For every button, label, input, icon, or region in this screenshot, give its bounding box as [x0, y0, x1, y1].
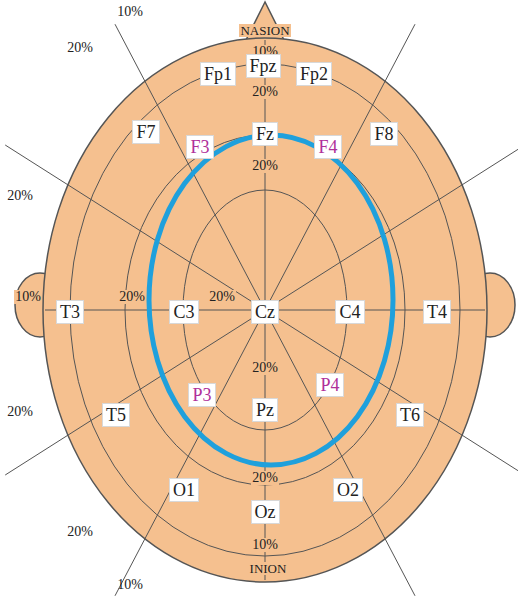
electrode-label: Fpz	[246, 54, 281, 78]
electrode-label: Cz	[251, 300, 279, 324]
distance-percent: 20%	[67, 41, 93, 55]
electrode-label: T4	[423, 300, 451, 324]
electrode-label: C4	[335, 300, 364, 324]
distance-percent: 20%	[7, 405, 33, 419]
distance-percent: 20%	[251, 159, 279, 173]
electrode-label: F3	[186, 135, 213, 159]
radial-line	[115, 310, 265, 596]
electrode-label: Fp2	[296, 62, 332, 86]
electrode-label: T5	[102, 403, 130, 427]
electrode-label: Pz	[252, 398, 278, 422]
distance-percent: 20%	[251, 471, 279, 485]
distance-percent: 20%	[7, 189, 33, 203]
electrode-label: O1	[169, 478, 199, 502]
distance-percent: 20%	[251, 85, 279, 99]
electrode-label: F8	[370, 122, 397, 146]
distance-percent: 20%	[208, 290, 236, 304]
electrode-label: P4	[316, 373, 343, 397]
electrode-label: T6	[396, 403, 424, 427]
distance-percent: 20%	[67, 525, 93, 539]
electrode-label: T3	[56, 300, 84, 324]
radial-lines	[5, 24, 518, 596]
head-outline	[43, 38, 487, 582]
radial-line	[5, 145, 265, 310]
electrode-label: Fp1	[200, 62, 236, 86]
electrode-label: Fz	[252, 122, 278, 146]
electrode-label: P3	[188, 383, 215, 407]
radial-line	[5, 310, 265, 475]
distance-percent: 20%	[251, 361, 279, 375]
electrode-label: F4	[314, 135, 341, 159]
distance-percent: 10%	[117, 5, 143, 19]
distance-percent: 10%	[251, 538, 279, 552]
distance-percent: 10%	[117, 578, 143, 592]
radial-line	[115, 24, 265, 310]
electrode-label: Oz	[251, 500, 280, 524]
electrode-label: F7	[132, 120, 159, 144]
distance-percent: 10%	[14, 290, 42, 304]
electrode-label: O2	[333, 478, 363, 502]
radial-line	[265, 310, 415, 596]
landmark-label: NASION	[239, 24, 290, 37]
highlight-ellipse	[149, 135, 393, 465]
distance-percent: 20%	[118, 290, 146, 304]
electrode-label: C3	[169, 300, 198, 324]
landmark-label: INION	[249, 562, 288, 575]
